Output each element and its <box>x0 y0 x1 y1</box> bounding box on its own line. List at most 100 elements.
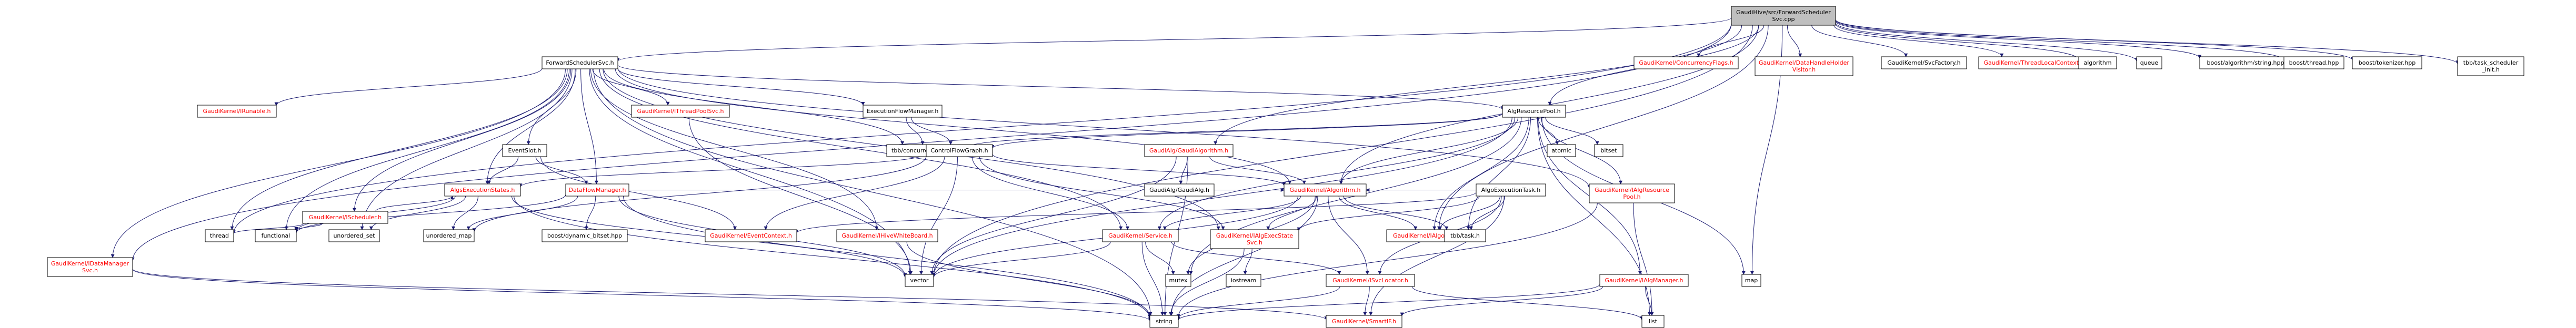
file-node-map[interactable]: map <box>1741 274 1761 287</box>
node-label: GaudiKernel/EventContext.h <box>710 232 792 239</box>
file-node-bitset[interactable]: bitset <box>1594 144 1623 157</box>
file-node-gaudialg-gaudialg[interactable]: GaudiAlg/GaudiAlg.h <box>1144 183 1215 197</box>
node-box <box>1326 315 1402 328</box>
file-node-list[interactable]: list <box>1641 315 1665 328</box>
edge-dataflowmgr-to-boost-dynbitset <box>584 196 596 230</box>
edge-fss-h-to-ialgresourcepool <box>617 67 1591 189</box>
node-box <box>1547 144 1576 157</box>
edge-fss-h-to-ischeduler <box>352 68 572 212</box>
file-node-queue[interactable]: queue <box>2136 56 2162 69</box>
node-box <box>197 105 277 118</box>
node-box <box>1226 274 1261 287</box>
file-node-thread[interactable]: thread <box>205 229 234 242</box>
node-label: Svc.cpp <box>1772 16 1795 23</box>
edge-ischeduler-to-thread <box>232 223 304 234</box>
node-label: atomic <box>1551 147 1571 154</box>
edge-fss-h-to-unordered-set <box>360 68 573 230</box>
edge-controlflowgraph-to-unordered-map <box>472 156 927 232</box>
edge-fss-h-to-gk-algorithm <box>615 68 1292 184</box>
file-node-eventcontext: GaudiKernel/EventContext.h <box>705 229 797 242</box>
node-box <box>1502 105 1566 118</box>
file-node-unordered-set[interactable]: unordered_set <box>328 229 380 242</box>
edge-ithreadpoolsvc-to-vector <box>688 117 913 275</box>
file-node-controlflowgraph[interactable]: ControlFlowGraph.h <box>926 144 993 157</box>
node-label: GaudiKernel/ConcurrencyFlags.h <box>1639 59 1733 66</box>
node-label: GaudiKernel/IDataManager <box>51 260 129 267</box>
file-node-vector[interactable]: vector <box>905 274 934 287</box>
node-label: boost/tokenizer.hpp <box>2359 59 2416 66</box>
node-box <box>302 211 388 224</box>
edge-idatamanagersvc-to-string <box>132 269 1152 321</box>
node-label: GaudiKernel/DataHandleHolder <box>1759 59 1849 66</box>
edge-algresourcepool-to-ialgresourcepool <box>1541 117 1623 184</box>
node-box <box>1594 144 1623 157</box>
file-node-mutex[interactable]: mutex <box>1165 274 1191 287</box>
node-box <box>1144 144 1234 157</box>
edge-fss-h-to-idatamanagersvc <box>111 68 566 258</box>
edge-fss-h-to-vector <box>589 68 912 275</box>
node-label: unordered_map <box>426 232 472 239</box>
node-box <box>328 229 380 242</box>
file-node-ihivewhiteboard: GaudiKernel/IHiveWhiteBoard.h <box>836 229 938 242</box>
file-node-fss-h[interactable]: ForwardSchedulerSvc.h <box>542 56 618 69</box>
node-label: GaudiKernel/Service.h <box>1108 232 1172 239</box>
file-node-algoexectask[interactable]: AlgoExecutionTask.h <box>1476 183 1546 197</box>
edge-controlflowgraph-to-vector <box>919 156 958 275</box>
node-label: ForwardSchedulerSvc.h <box>546 59 614 66</box>
edge-gk-service-to-mutex <box>1145 241 1175 275</box>
edge-algresourcepool-to-tbb-cq <box>964 112 1503 149</box>
edge-fss-h-to-algsexecstates <box>485 68 576 184</box>
file-node-svcfactory[interactable]: GaudiKernel/SvcFactory.h <box>1881 56 1967 69</box>
edge-root-to-fss-h <box>616 17 1732 62</box>
node-box <box>1881 56 1967 69</box>
file-node-atomic[interactable]: atomic <box>1547 144 1576 157</box>
node-box <box>1284 183 1367 197</box>
file-node-root[interactable]: GaudiHive/src/ForwardSchedulerSvc.cpp <box>1731 6 1836 26</box>
file-node-boost-dynbitset[interactable]: boost/dynamic_bitset.hpp <box>542 229 628 242</box>
file-node-tbb-task[interactable]: tbb/task.h <box>1444 229 1486 242</box>
node-label: ExecutionFlowManager.h <box>867 108 939 115</box>
file-node-boost-thread[interactable]: boost/thread.hpp <box>2283 56 2344 69</box>
file-node-algorithm[interactable]: algorithm <box>2078 56 2117 69</box>
edge-gaudialg-gaudialgorithm-to-gk-algorithm <box>1209 156 1306 184</box>
edge-eventslot-to-dataflowmgr <box>535 156 588 184</box>
edge-gk-algorithm-to-gk-service <box>1162 196 1301 230</box>
node-label: ControlFlowGraph.h <box>930 147 988 154</box>
file-node-boost-algo-string[interactable]: boost/algorithm/string.hpp <box>2199 56 2292 69</box>
file-node-functional[interactable]: functional <box>255 229 297 242</box>
edge-gk-service-to-vector <box>931 241 1111 278</box>
node-label: mutex <box>1169 277 1188 284</box>
file-nodes: GaudiHive/src/ForwardSchedulerSvc.cppFor… <box>47 6 2524 328</box>
file-node-gk-service: GaudiKernel/Service.h <box>1102 229 1179 242</box>
node-label: GaudiAlg/GaudiAlgorithm.h <box>1149 147 1228 154</box>
node-label: Visitor.h <box>1792 66 1816 73</box>
node-label: queue <box>2140 59 2159 66</box>
file-node-algresourcepool[interactable]: AlgResourcePool.h <box>1502 105 1566 118</box>
file-node-unordered-map[interactable]: unordered_map <box>423 229 475 242</box>
edge-root-to-cc-flags <box>1697 25 1765 57</box>
file-node-eventslot[interactable]: EventSlot.h <box>502 144 547 157</box>
file-node-tbb-task-sched[interactable]: tbb/task_scheduler_init.h <box>2457 56 2524 76</box>
edge-root-to-boost-algo-string <box>1835 20 2202 59</box>
file-node-boost-tokenizer[interactable]: boost/tokenizer.hpp <box>2352 56 2422 69</box>
file-node-string[interactable]: string <box>1149 315 1179 328</box>
file-node-execflowmgr[interactable]: ExecutionFlowManager.h <box>863 105 943 118</box>
edge-fss-h-to-string <box>593 68 1152 316</box>
edge-ihivewhiteboard-to-string <box>906 241 1152 317</box>
node-box <box>1144 183 1215 197</box>
edge-gaudialg-gaudialgorithm-to-gaudialg-gaudialg <box>1179 156 1188 184</box>
edge-root-to-gaudialg-gaudialgorithm <box>1214 25 1742 145</box>
node-box <box>1326 274 1415 287</box>
node-label: vector <box>910 277 929 284</box>
file-node-iostream[interactable]: iostream <box>1226 274 1261 287</box>
edge-fss-h-to-gk-service <box>599 68 1123 230</box>
edge-dataflowmgr-to-unordered-map <box>466 196 578 230</box>
edge-fss-h-to-irunable <box>274 68 543 106</box>
edge-algresourcepool-to-bitset <box>1545 117 1599 145</box>
edge-root-to-ialgorithm <box>1437 25 1769 230</box>
node-label: list <box>1649 318 1658 325</box>
edge-algresourcepool-to-atomic <box>1538 117 1559 145</box>
